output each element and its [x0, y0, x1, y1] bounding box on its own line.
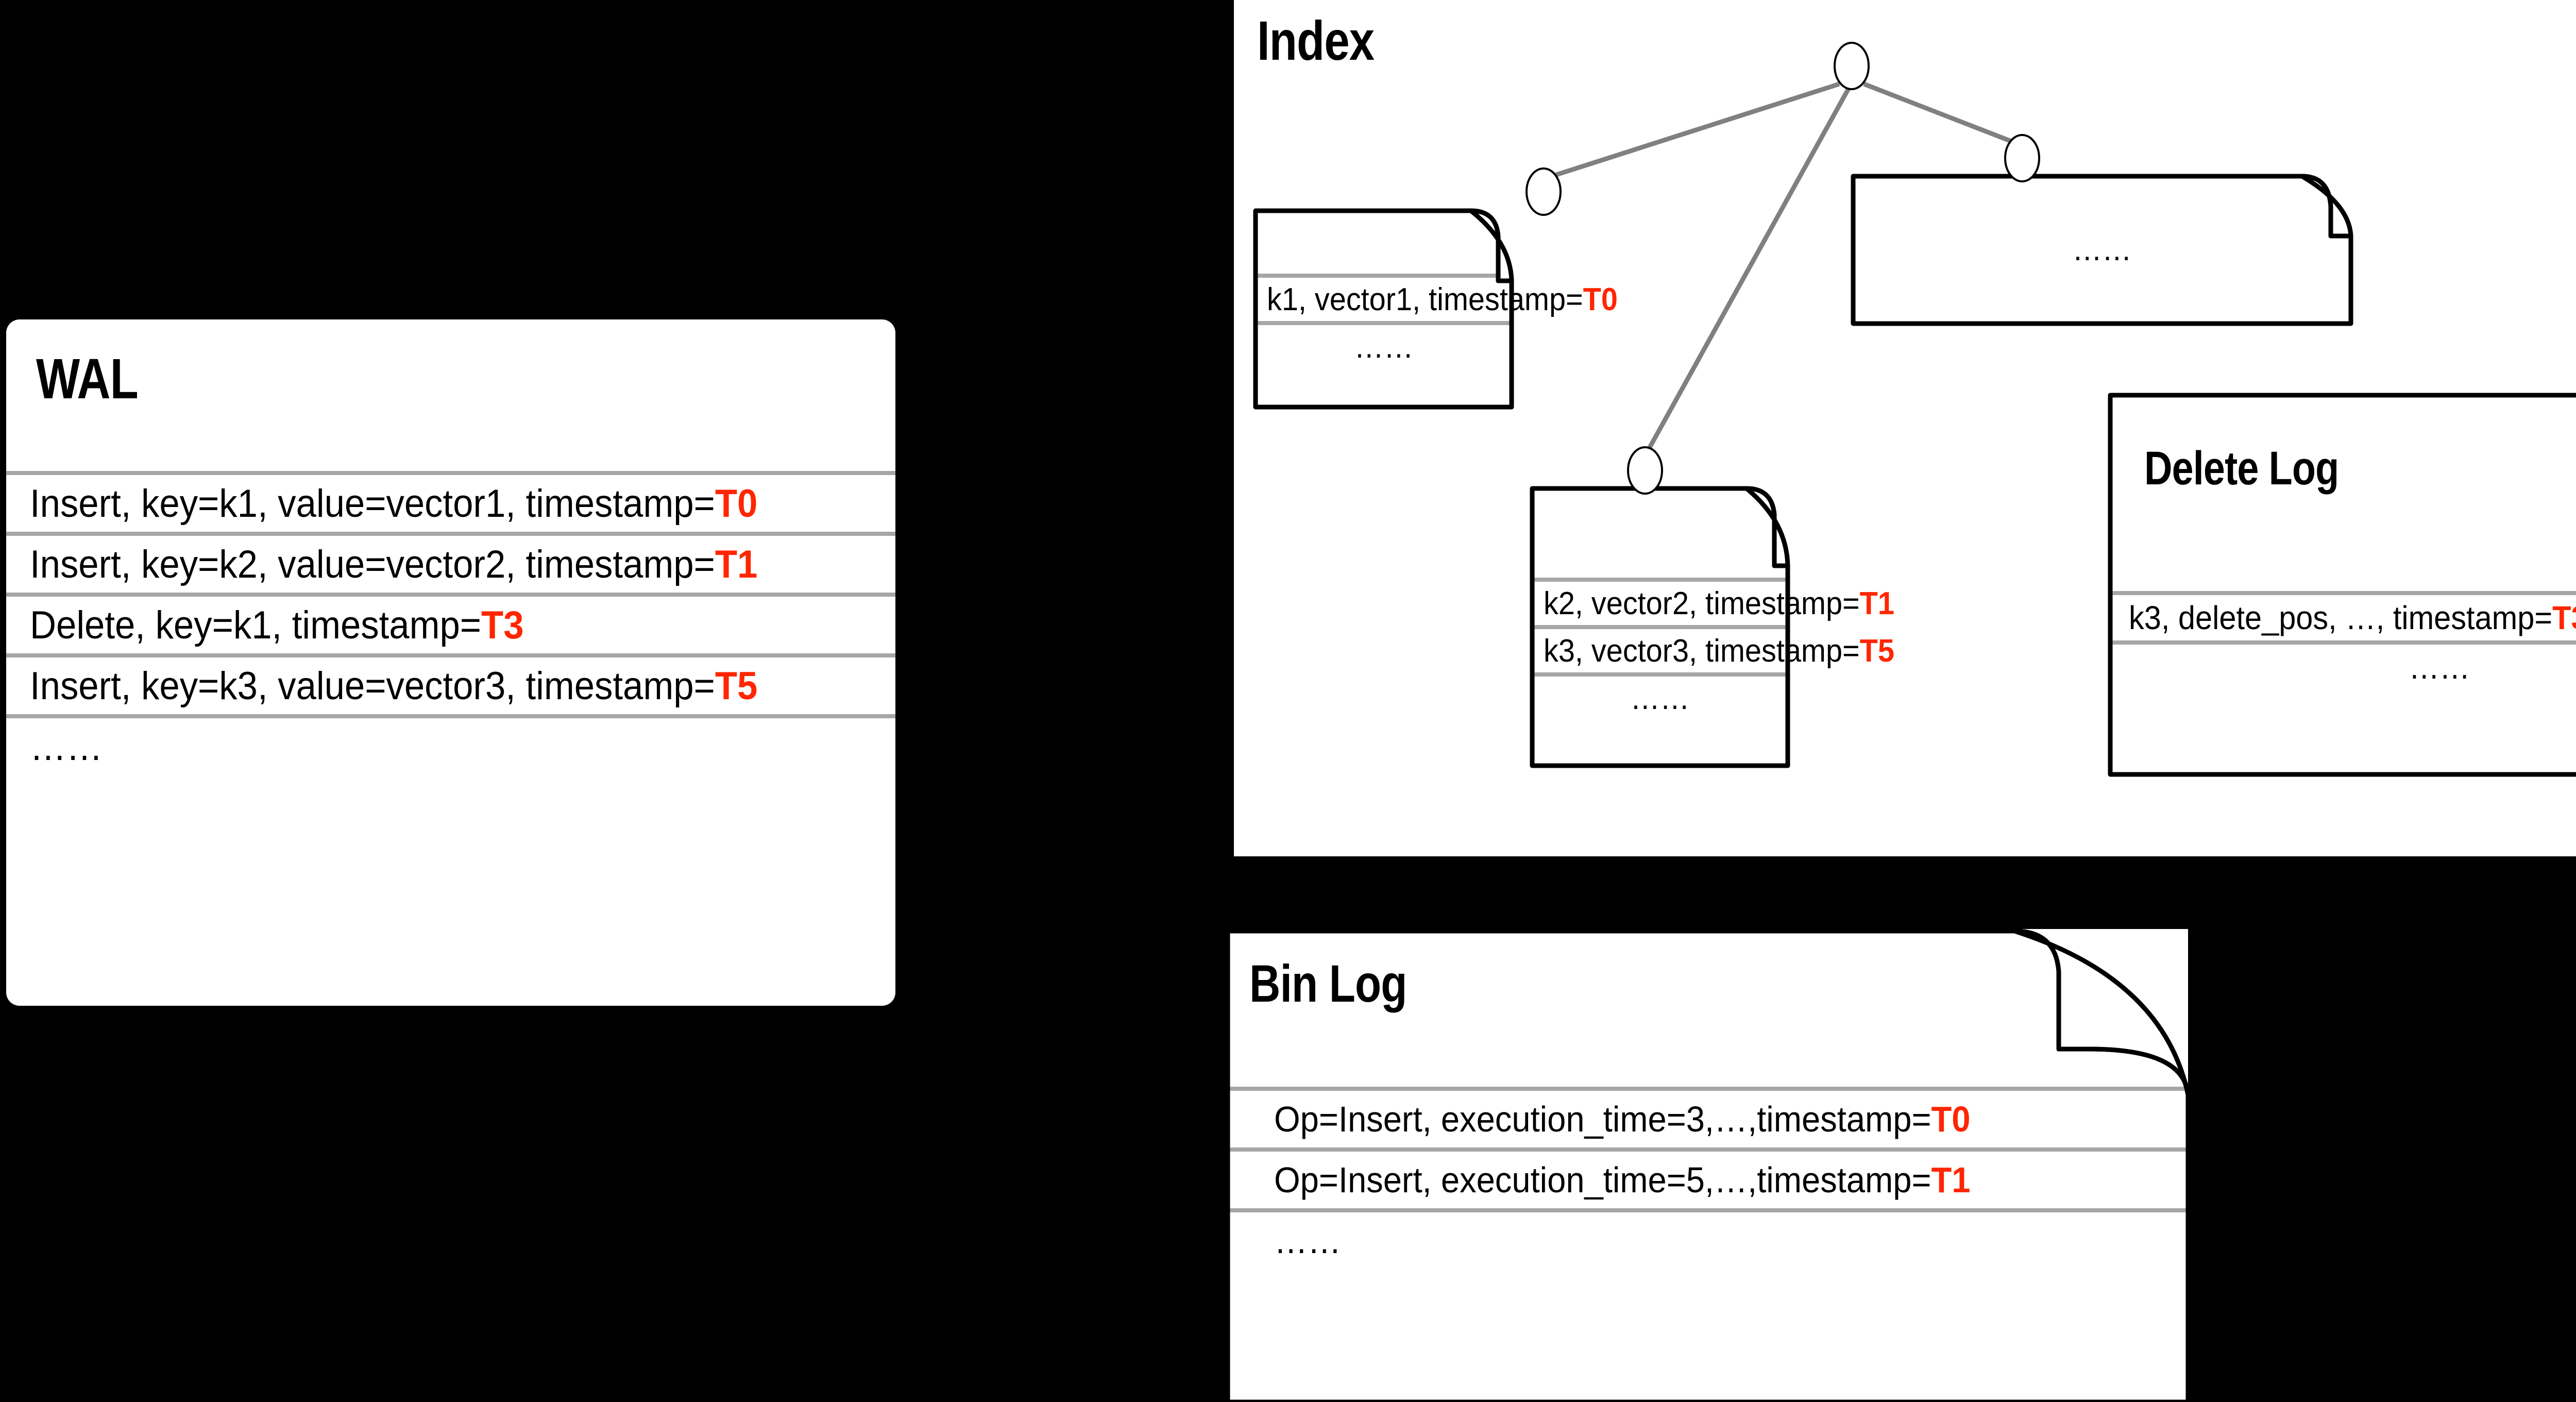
delete-log-row-text: k3, delete_pos, …, timestamp=: [2129, 599, 2553, 636]
index-leaf-row-text: ……: [1353, 329, 1414, 365]
bin-log-row-ellipsis: ……: [1228, 1208, 2188, 1269]
wal-row-timestamp: T1: [715, 542, 758, 586]
delete-log-title: Delete Log: [2144, 442, 2339, 495]
index-leaf-row-ellipsis: ……: [1853, 226, 2351, 273]
bin-log-row-text: Op=Insert, execution_time=5,…,timestamp=: [1274, 1160, 1931, 1200]
index-leaf-card-k1: k1, vector1, timestamp=T0 ……: [1256, 209, 1618, 407]
index-leaf-row: k2, vector2, timestamp=T1: [1532, 578, 1894, 625]
delete-log-card: Delete Log k3, delete_pos, …, timestamp=…: [2110, 393, 2576, 774]
wal-title: WAL: [36, 347, 139, 411]
wal-panel: WAL Insert, key=k1, value=vector1, times…: [6, 319, 895, 1006]
index-leaf-row-text: k3, vector3, timestamp=: [1544, 633, 1860, 669]
wal-row: Delete, key=k1, timestamp=T3: [6, 593, 895, 653]
bin-log-row-timestamp: T1: [1931, 1160, 1971, 1200]
index-title: Index: [1257, 9, 1375, 72]
index-leaf-row: k3, vector3, timestamp=T5: [1532, 625, 1894, 672]
bin-log-row: Op=Insert, execution_time=5,…,timestamp=…: [1228, 1147, 2188, 1208]
index-leaf-card-ellipsis: ……: [1853, 174, 2351, 324]
wal-row: Insert, key=k2, value=vector2, timestamp…: [6, 532, 895, 593]
bin-log-card: Bin Log Op=Insert, execution_time=3,…,ti…: [1228, 929, 2188, 1402]
bin-log-row-timestamp: T0: [1931, 1099, 1971, 1139]
wal-row-timestamp: T3: [481, 603, 524, 647]
wal-row-timestamp: T0: [715, 481, 758, 526]
index-leaf-row-timestamp: T0: [1583, 281, 1618, 317]
wal-row-timestamp: T5: [715, 664, 758, 708]
index-leaf-row-text: k2, vector2, timestamp=: [1544, 585, 1860, 621]
index-leaf-row-text: k1, vector1, timestamp=: [1267, 281, 1583, 317]
delete-log-row-text: ……: [2409, 649, 2470, 686]
index-leaf-row-ellipsis: ……: [1532, 672, 1788, 720]
wal-row-text: Insert, key=k2, value=vector2, timestamp…: [30, 542, 715, 586]
bin-log-title: Bin Log: [1249, 954, 1407, 1013]
index-leaf-row-timestamp: T5: [1859, 633, 1894, 669]
index-leaf-card-k2k3: k2, vector2, timestamp=T1 k3, vector3, t…: [1532, 486, 1894, 766]
delete-log-row-ellipsis: ……: [2110, 640, 2576, 690]
index-leaf-row-ellipsis: ……: [1256, 321, 1512, 368]
wal-row-text: Insert, key=k3, value=vector3, timestamp…: [30, 664, 715, 708]
index-leaf-row-text: ……: [2072, 231, 2132, 267]
index-leaf-row: k1, vector1, timestamp=T0: [1256, 274, 1618, 321]
delete-log-row-timestamp: T3: [2552, 599, 2576, 636]
delete-log-row: k3, delete_pos, …, timestamp=T3: [2110, 591, 2576, 640]
wal-row: Insert, key=k1, value=vector1, timestamp…: [6, 471, 895, 532]
wal-row-ellipsis: ……: [6, 714, 895, 775]
wal-row: Insert, key=k3, value=vector3, timestamp…: [6, 653, 895, 714]
wal-row-text: ……: [30, 724, 103, 769]
wal-row-text: Delete, key=k1, timestamp=: [30, 603, 482, 647]
bin-log-row-text: ……: [1274, 1221, 1342, 1261]
index-leaf-row-text: ……: [1630, 680, 1690, 716]
bin-log-row-text: Op=Insert, execution_time=3,…,timestamp=: [1274, 1099, 1931, 1139]
index-leaf-row-timestamp: T1: [1859, 585, 1894, 621]
wal-row-text: Insert, key=k1, value=vector1, timestamp…: [30, 481, 715, 526]
bin-log-row: Op=Insert, execution_time=3,…,timestamp=…: [1228, 1087, 2188, 1147]
